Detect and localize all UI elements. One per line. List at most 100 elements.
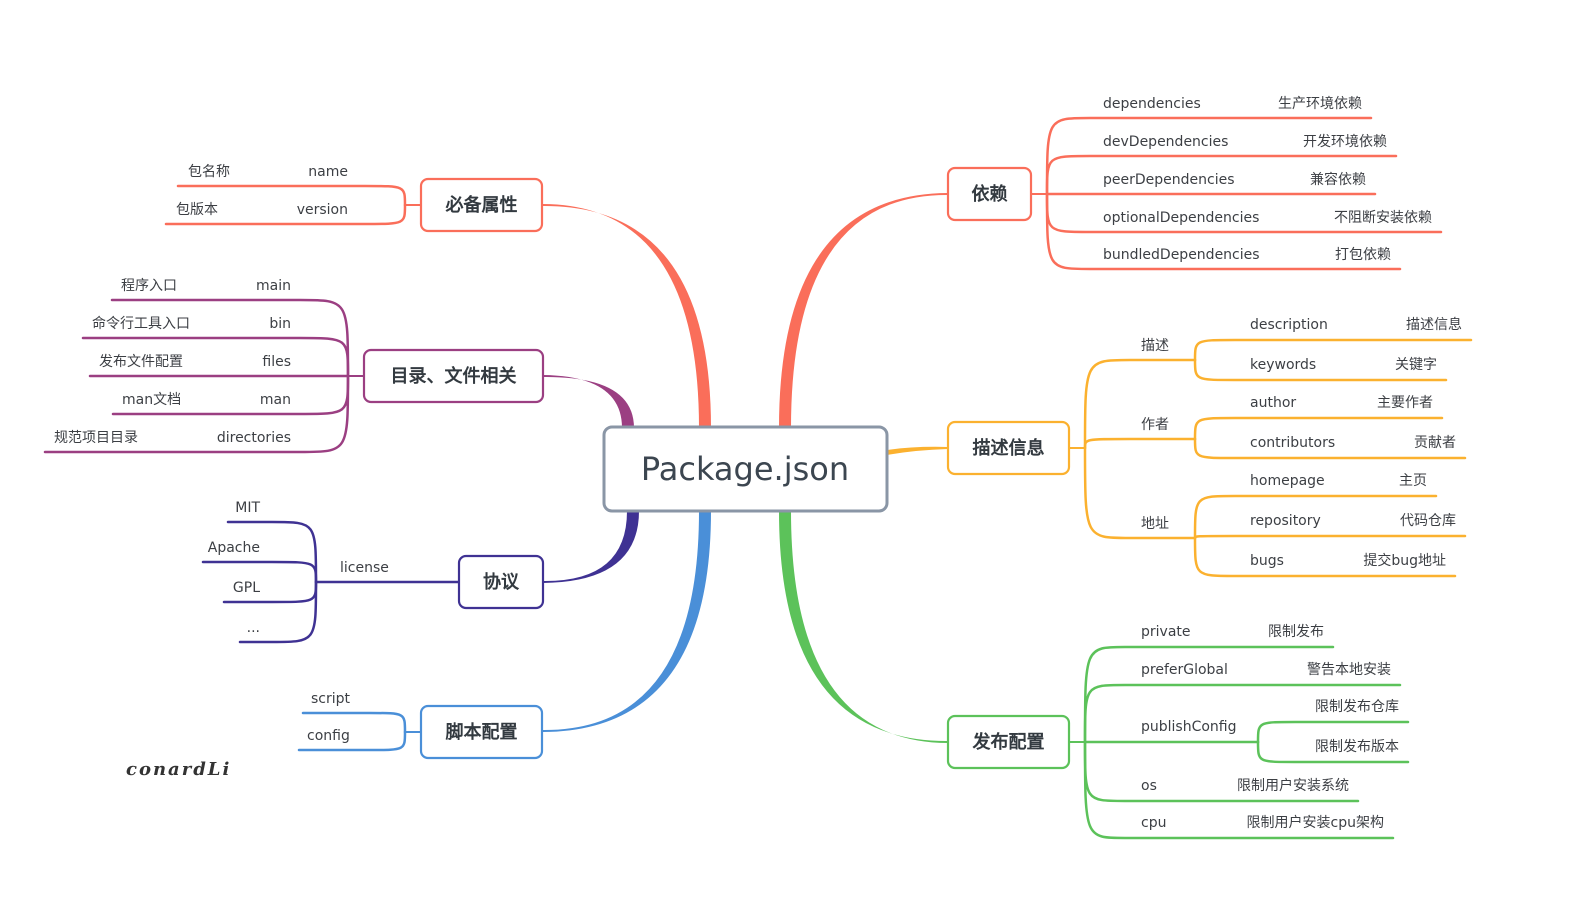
leaf-connector [1193,416,1444,441]
leaf-item[interactable]: script [311,691,351,707]
leaf-desc: 规范项目目录 [54,429,138,446]
leaf-item[interactable]: config [307,728,350,744]
root-node[interactable]: Package.json [602,425,889,513]
leaf-key: name [308,164,348,180]
leaf-item[interactable]: peerDependencies 兼容依赖 [1103,171,1366,188]
leaf-item[interactable]: bin 命令行工具入口 [92,315,291,332]
leaf-key: bin [269,316,291,332]
topic-deps-label: 依赖 [972,183,1008,205]
leaf-desc: 兼容依赖 [1310,171,1366,188]
group-connector [1083,446,1197,540]
leaf-desc: Apache [208,540,260,556]
license-key-label: license [340,560,389,576]
leaf-connector [1193,536,1457,578]
leaf-desc: ... [247,620,260,636]
leaf-key: author [1250,395,1296,411]
leaf-key: contributors [1250,435,1335,451]
leaf-connector [1083,683,1402,744]
leaf-item[interactable]: Apache [208,540,260,556]
topic-publish-label: 发布配置 [972,731,1045,753]
branch-connector-deps [779,193,948,428]
topic-desc-box[interactable] [946,420,1071,476]
branch-connector-files [543,375,634,428]
leaf-desc: 提交bug地址 [1363,552,1446,569]
leaf-connector [297,730,407,752]
topic-required-box[interactable] [419,177,544,233]
leaf-item[interactable]: contributors 贡献者 [1250,435,1456,451]
leaf-connector [1083,740,1395,840]
leaf-desc: 打包依赖 [1335,246,1391,263]
leaf-desc: 主页 [1399,473,1427,489]
topic-license[interactable]: 协议 [457,554,545,610]
topic-license-box[interactable] [457,554,545,610]
leaf-key: main [256,278,291,294]
group-node[interactable]: 作者 [1141,417,1169,433]
topic-scripts[interactable]: 脚本配置 [419,704,544,760]
leaf-connector [81,336,350,378]
leaf-key: peerDependencies [1103,172,1235,188]
leaf-item[interactable]: optionalDependencies 不阻断安装依赖 [1103,210,1432,226]
topic-publish[interactable]: 发布配置 [946,714,1071,770]
leaf-key: optionalDependencies [1103,210,1259,226]
topic-desc[interactable]: 描述信息 [946,420,1071,476]
leaf-item[interactable]: MIT [235,500,260,516]
leaf-connector [176,184,407,207]
group-label: 作者 [1141,417,1169,433]
sub-leaf-desc: 限制发布仓库 [1315,699,1399,715]
topic-deps-box[interactable] [946,166,1033,222]
leaf-connector [301,711,407,734]
leaf-key: publishConfig [1141,719,1237,735]
group-node[interactable]: 地址 [1141,516,1169,532]
topic-scripts-box[interactable] [419,704,544,760]
leaf-item[interactable]: ... [247,620,260,636]
leaf-desc: 命令行工具入口 [92,315,190,332]
sub-leaf-item[interactable]: 限制发布版本 [1315,739,1399,755]
leaf-key: keywords [1250,357,1316,373]
leaf-desc: 不阻断安装依赖 [1334,210,1432,226]
group-label: 地址 [1141,516,1169,532]
leaf-desc: 包名称 [188,164,230,180]
root-node-box[interactable] [602,425,889,513]
leaf-item[interactable]: name 包名称 [188,164,348,180]
leaf-key: private [1141,624,1191,640]
leaf-desc: 限制用户安装系统 [1237,777,1349,794]
leaf-key: script [311,691,351,707]
topic-publish-box[interactable] [946,714,1071,770]
leaf-desc: 贡献者 [1414,435,1456,451]
topic-deps[interactable]: 依赖 [946,166,1033,222]
leaf-connector [1045,154,1398,196]
sub-leaf-connector [1256,740,1410,764]
leaf-item[interactable]: GPL [233,580,260,596]
leaf-item[interactable]: publishConfig [1141,719,1237,735]
topic-required[interactable]: 必备属性 [419,177,544,233]
topic-required-label: 必备属性 [445,194,518,216]
topic-files[interactable]: 目录、文件相关 [362,348,545,404]
topic-files-box[interactable] [362,348,545,404]
leaf-connector [1045,192,1402,271]
leaf-desc: 生产环境依赖 [1278,96,1362,112]
topic-license-label: 协议 [483,571,520,593]
group-node[interactable]: 描述 [1141,338,1169,354]
license-key-node[interactable]: license [340,560,389,576]
sub-leaf-item[interactable]: 限制发布仓库 [1315,699,1399,715]
